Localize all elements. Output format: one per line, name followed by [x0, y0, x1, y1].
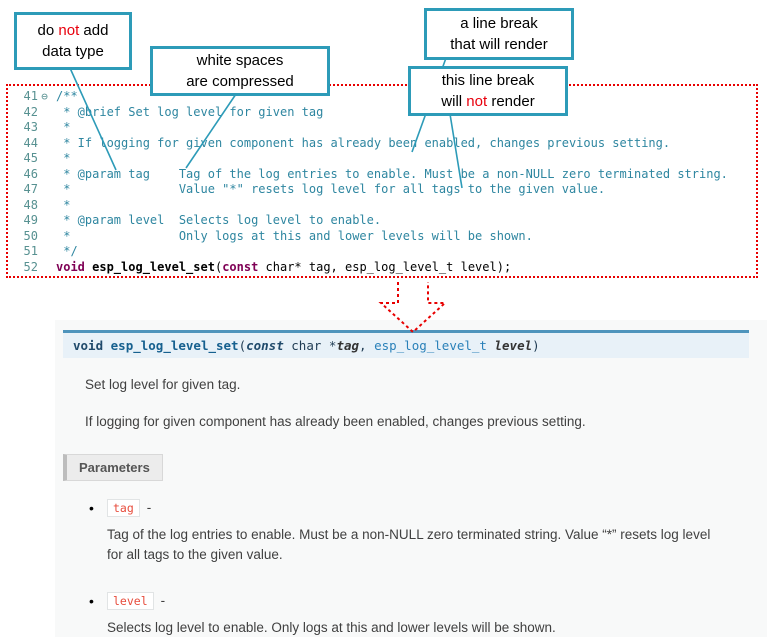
callout-line: that will render	[450, 36, 548, 53]
code-text: * @param tag Tag of the log entries to e…	[56, 166, 728, 181]
code-line: 43 *	[14, 120, 756, 136]
line-number: 44	[23, 135, 38, 150]
code-line: 42 * @brief Set log level for given tag	[14, 105, 756, 121]
code-line: 48 *	[14, 198, 756, 214]
callout-no-data-type: do not add data type	[14, 12, 132, 70]
code-text: void esp_log_level_set(const char* tag, …	[56, 259, 512, 274]
code-line: 46 * @param tag Tag of the log entries t…	[14, 167, 756, 183]
code-line: 45 *	[14, 151, 756, 167]
code-line-function-declaration: 52 void esp_log_level_set(const char* tag…	[14, 260, 756, 276]
callout-line: data type	[42, 43, 104, 60]
doc-brief-text: Set log level for given tag.	[85, 377, 241, 392]
code-line: 41⊖ /**	[14, 89, 756, 105]
code-text: * Only logs at this and lower levels wil…	[56, 228, 533, 243]
code-text: * @param level Selects log level to enab…	[56, 213, 382, 227]
line-number: 50	[23, 228, 38, 243]
callout-line: do not add	[37, 22, 109, 39]
parameters-list: • tag- Tag of the log entries to enable.…	[89, 498, 749, 637]
code-text: *	[56, 120, 71, 134]
code-line: 50 * Only logs at this and lower levels …	[14, 229, 756, 245]
callout-line: white spaces	[196, 52, 284, 69]
code-line: 51 */	[14, 244, 756, 260]
callout-line: will not render	[441, 93, 535, 110]
callout-line: are compressed	[186, 73, 294, 90]
doc-description-text: If logging for given component has alrea…	[85, 414, 586, 430]
function-signature: void esp_log_level_set(const char *tag, …	[63, 330, 749, 358]
line-number: 47	[23, 182, 38, 196]
code-text: /**	[56, 89, 78, 103]
list-item: • level- Selects log level to enable. On…	[89, 592, 749, 637]
fold-collapse-icon[interactable]: ⊖	[41, 90, 48, 103]
rendered-docs-panel: void esp_log_level_set(const char *tag, …	[55, 320, 767, 637]
code-text: * If logging for given component has alr…	[56, 135, 671, 150]
param-name-tag: tag	[107, 498, 140, 517]
param-name-level: level	[107, 592, 154, 611]
code-line: 44 * If logging for given component has …	[14, 136, 756, 152]
callout-whitespace-compressed: white spaces are compressed	[150, 46, 330, 96]
code-text: * @brief Set log level for given tag	[56, 104, 324, 119]
line-number: 45	[23, 151, 38, 165]
code-text: *	[56, 151, 71, 165]
line-number: 49	[23, 213, 38, 227]
param-description: Tag of the log entries to enable. Must b…	[107, 526, 711, 563]
parameters-heading: Parameters	[63, 453, 163, 481]
code-line: 49 * @param level Selects log level to e…	[14, 213, 756, 229]
callout-linebreak-renders: a line break that will render	[424, 8, 574, 60]
bullet-icon: •	[89, 499, 94, 516]
param-dash: -	[160, 593, 166, 609]
line-number: 51	[23, 244, 38, 258]
callout-linebreak-not-render: this line break will not render	[408, 66, 568, 116]
list-item: • tag- Tag of the log entries to enable.…	[89, 498, 749, 567]
line-number: 46	[23, 166, 38, 181]
bullet-icon: •	[89, 593, 94, 610]
code-text: * Value "*" resets log level for all tag…	[56, 182, 606, 196]
callout-line: a line break	[460, 15, 538, 32]
line-number: 48	[23, 197, 38, 212]
line-number: 42	[23, 104, 38, 119]
code-editor-snippet: 41⊖ /** 42 * @brief Set log level for giv…	[6, 84, 758, 278]
line-number: 43	[23, 120, 38, 134]
line-number: 52	[23, 259, 38, 274]
code-text: */	[56, 244, 78, 258]
code-text: *	[56, 197, 71, 212]
param-dash: -	[146, 499, 152, 515]
param-description: Selects log level to enable. Only logs a…	[107, 620, 556, 636]
callout-line: this line break	[441, 72, 535, 89]
line-number: 41	[23, 89, 38, 103]
code-line: 47 * Value "*" resets log level for all …	[14, 182, 756, 198]
